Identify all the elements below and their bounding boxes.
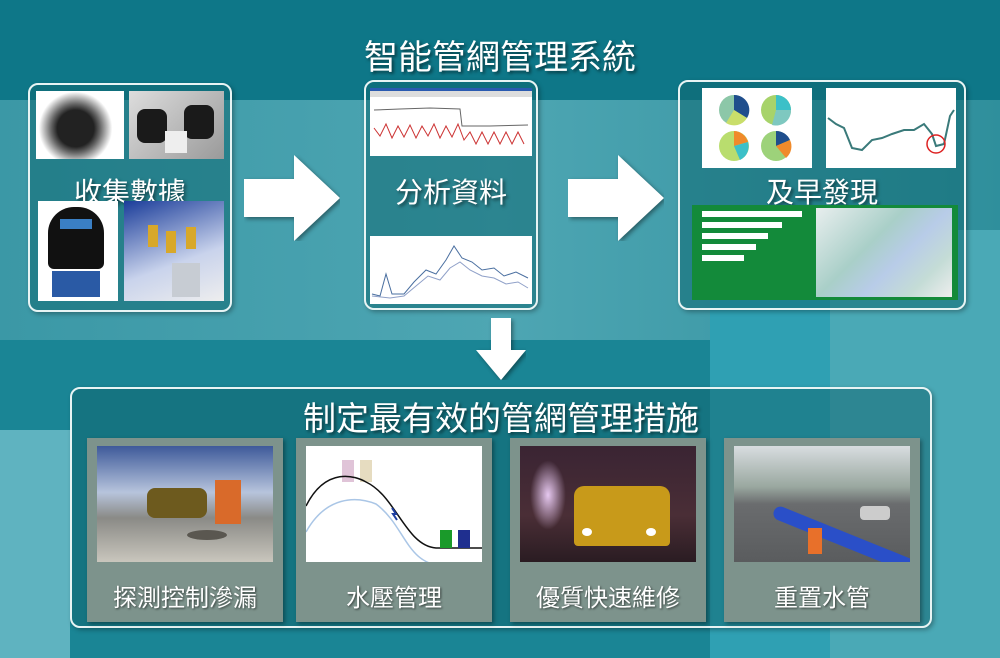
meters-photo [129, 91, 224, 159]
measures-title: 制定最有效的管網管理措施 [303, 399, 699, 438]
pipe-replacement-photo [734, 446, 910, 562]
leak-detection-photo [97, 446, 273, 562]
step-analyze-data: 分析資料 [364, 80, 538, 310]
step-collect-data: 收集數據 [28, 83, 232, 312]
measure-label: 水壓管理 [346, 584, 442, 612]
analysis-software-screenshot [370, 88, 532, 156]
step-label: 分析資料 [394, 176, 507, 209]
quick-repair-photo [520, 446, 696, 562]
gis-report-panel [692, 205, 958, 300]
pressure-diagram [306, 446, 482, 562]
arrow-right-icon [568, 155, 664, 241]
anomaly-line-chart-thumbnail [826, 88, 956, 168]
arrow-right-icon [244, 155, 340, 241]
measure-label: 重置水管 [774, 584, 870, 612]
pipe-network-map [816, 208, 952, 297]
page-title: 智能管網管理系統 [364, 38, 636, 78]
step-label: 及早發現 [765, 176, 878, 209]
step-early-detection: 及早發現 [678, 80, 966, 310]
measure-card-pressure-management: 水壓管理 [296, 438, 492, 622]
measure-label: 探測控制滲漏 [113, 584, 257, 612]
measure-card-leak-detection: 探測控制滲漏 [87, 438, 283, 622]
measure-card-quick-repair: 優質快速維修 [510, 438, 706, 622]
flow-meter-photo [36, 91, 124, 159]
pie-charts-thumbnail [702, 88, 812, 168]
data-logger-photo [38, 201, 118, 301]
sensors-photo [124, 201, 224, 301]
measure-label: 優質快速維修 [536, 584, 680, 612]
background-block-left [0, 430, 70, 658]
arrow-down-icon [476, 318, 526, 380]
trend-chart-thumbnail [370, 236, 532, 304]
measure-card-pipe-replacement: 重置水管 [724, 438, 920, 622]
